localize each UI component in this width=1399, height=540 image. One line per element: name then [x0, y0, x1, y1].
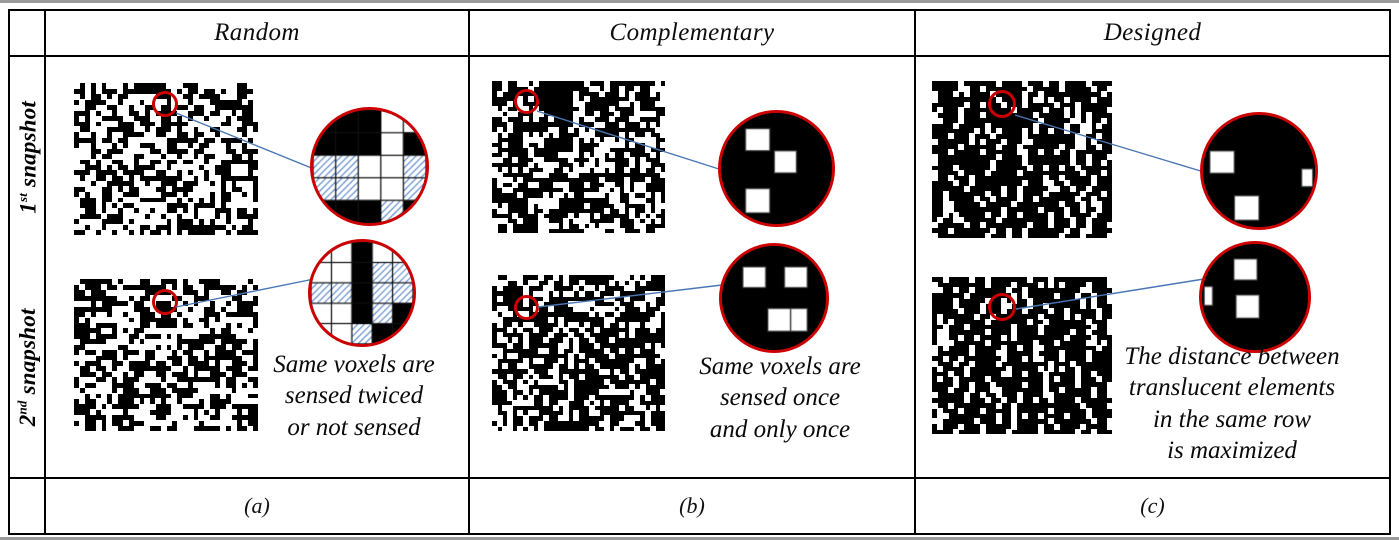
highlight-circle-designed-snapshot2: [988, 293, 1016, 321]
column-header-complementary: Complementary: [470, 11, 916, 55]
comparison-table: Random Complementary Designed 1st snapsh…: [8, 9, 1391, 535]
row-label-snapshot2-word: snapshot: [15, 308, 41, 401]
header-corner-cell: [10, 11, 46, 55]
highlight-circle-designed-snapshot1: [988, 90, 1016, 118]
sublabel-b: (b): [470, 479, 916, 533]
mask-designed-snapshot1: [932, 81, 1112, 238]
highlight-circle-random-snapshot1: [152, 91, 178, 117]
row-label-snapshot2-ordinal: nd: [14, 400, 30, 415]
callout-designed-snapshot1: [1200, 112, 1318, 230]
row-label-column: 1st snapshot 2nd snapshot: [10, 57, 46, 535]
callout-random-snapshot1: [310, 107, 429, 226]
sublabel-c: (c): [1140, 493, 1165, 518]
callout-complementary-snapshot1: [718, 110, 835, 227]
row-label-snapshot1-cell: 1st snapshot: [10, 57, 46, 257]
table-footer-row: (a) (b) (c): [10, 477, 1389, 533]
row-label-snapshot1: 1st snapshot: [15, 101, 42, 214]
row-label-snapshot2: 2nd snapshot: [15, 308, 42, 426]
sublabel-a: (a): [46, 479, 470, 533]
table-header-row: Random Complementary Designed: [10, 11, 1389, 57]
highlight-circle-complementary-snapshot1: [514, 89, 539, 114]
highlight-circle-complementary-snapshot2: [514, 295, 539, 320]
column-header-designed: Designed: [1103, 19, 1202, 46]
row-label-snapshot1-number: 1: [15, 201, 41, 214]
column-header-random: Random: [46, 11, 470, 55]
row-label-snapshot1-word: snapshot: [15, 100, 41, 193]
callout-random-snapshot2: [308, 239, 416, 347]
callout-complementary-snapshot2: [719, 243, 829, 353]
highlight-circle-random-snapshot2: [152, 289, 178, 315]
row-label-snapshot2-cell: 2nd snapshot: [10, 257, 46, 477]
row-label-snapshot1-ordinal: st: [14, 192, 30, 202]
callout-designed-snapshot2: [1199, 241, 1311, 353]
footer-corner-cell: [10, 479, 46, 533]
row-label-snapshot2-number: 2: [15, 414, 41, 426]
